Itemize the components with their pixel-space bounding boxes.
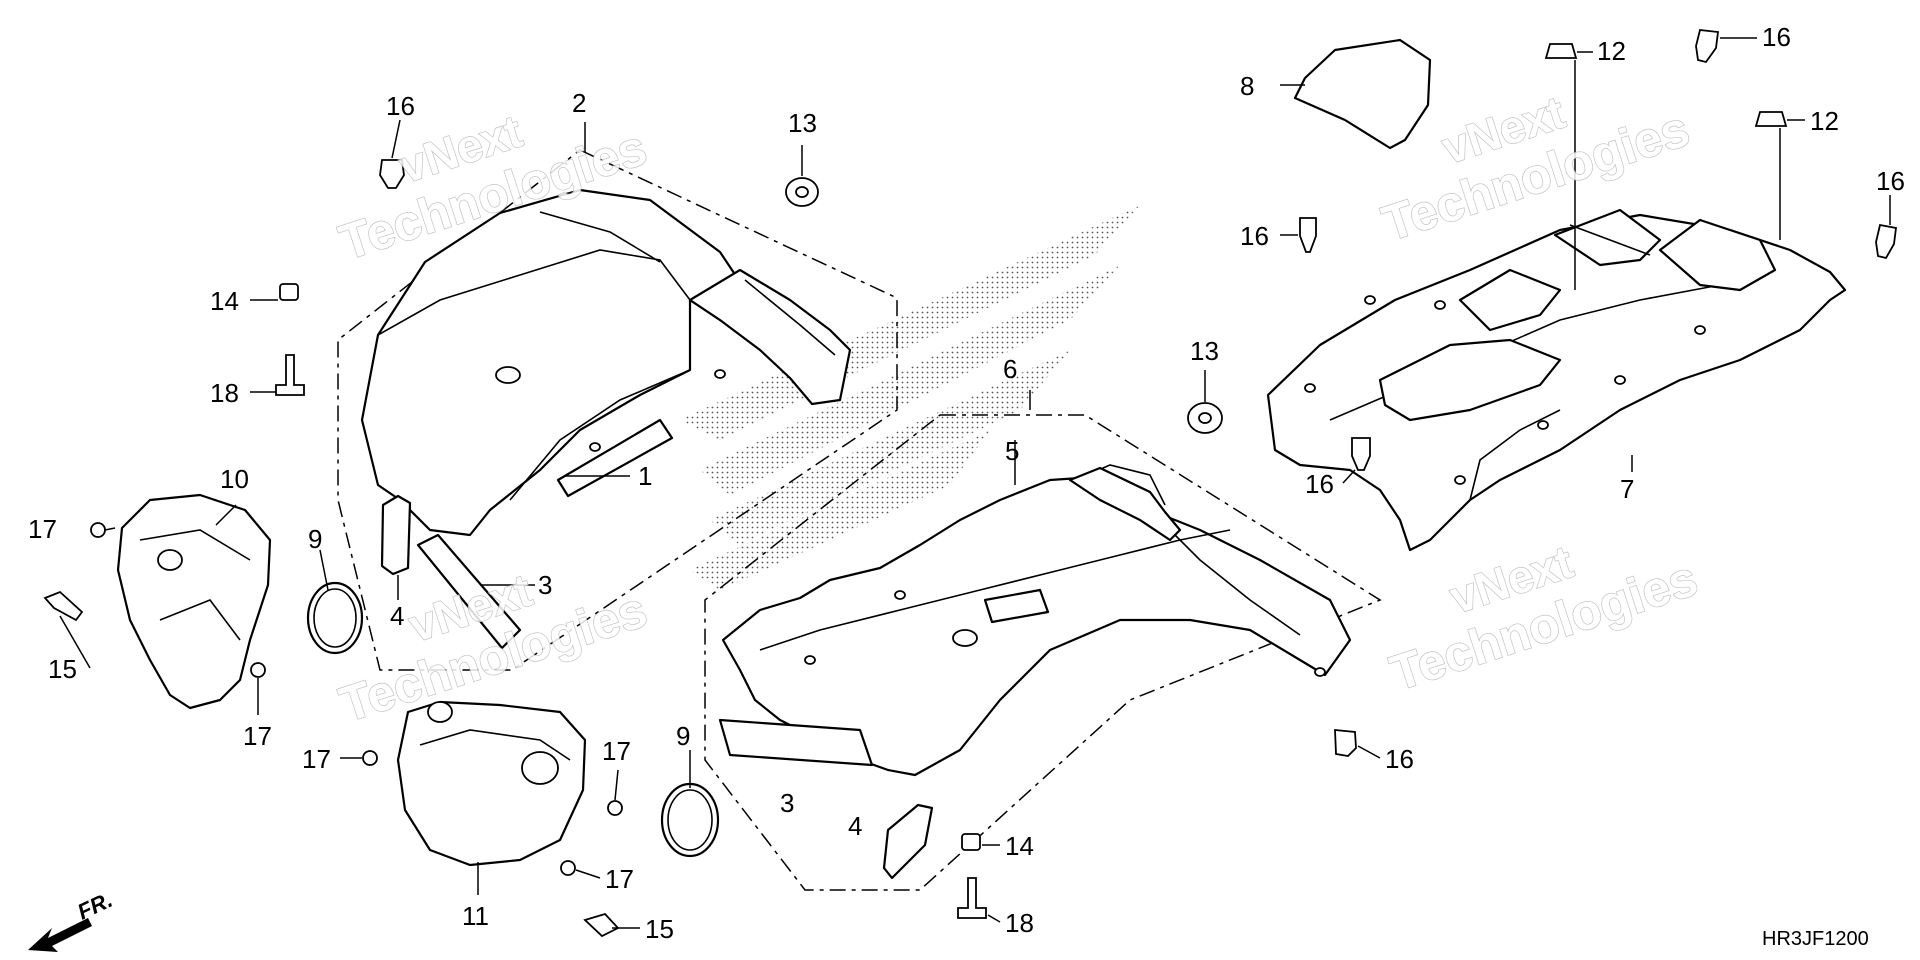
- callout-16-left: 16: [386, 91, 415, 121]
- part-9-right-ring: [660, 782, 720, 858]
- front-fender-right: [704, 414, 1382, 891]
- callout-16-top: 16: [1762, 22, 1791, 52]
- callout-7: 7: [1620, 474, 1634, 504]
- callout-10: 10: [220, 464, 249, 494]
- callout-15-left: 15: [48, 654, 77, 684]
- fasteners: [43, 29, 1897, 938]
- drawing-code: HR3JF1200: [1762, 928, 1869, 950]
- part-8-cover: [1293, 38, 1432, 150]
- callout-13-left: 13: [788, 108, 817, 138]
- front-direction-marker: FR.: [28, 887, 116, 952]
- callout-12-top: 12: [1597, 36, 1626, 66]
- callout-16-bottom: 16: [1385, 744, 1414, 774]
- part-4-left-strip: [380, 494, 412, 576]
- callout-18-left: 18: [210, 378, 239, 408]
- callout-8: 8: [1240, 71, 1254, 101]
- callout-3-left: 3: [538, 570, 552, 600]
- callout-4-right: 4: [848, 811, 862, 841]
- part-4-right-strip: [882, 803, 934, 880]
- callout-5: 5: [1005, 436, 1019, 466]
- callout-15-right: 15: [645, 914, 674, 944]
- callout-17-a: 17: [28, 514, 57, 544]
- callout-17-e: 17: [605, 864, 634, 894]
- callout-16-mid: 16: [1240, 221, 1269, 251]
- part-3-left-pad: [416, 533, 522, 650]
- callout-6: 6: [1003, 354, 1017, 384]
- callout-9-right: 9: [676, 721, 690, 751]
- callout-17-c: 17: [302, 744, 331, 774]
- part-10-bracket: [116, 493, 272, 710]
- callout-18-right: 18: [1005, 908, 1034, 938]
- part-9-left-ring: [306, 581, 364, 655]
- callout-2: 2: [572, 88, 586, 118]
- callout-12-right: 12: [1810, 106, 1839, 136]
- callout-4-left: 4: [390, 601, 404, 631]
- leader-lines: [59, 37, 1891, 929]
- callout-labels: 1 2 3 3 4 4 5 6 7 8 9 9 10 11 12 12 13 1…: [28, 22, 1905, 944]
- callout-13-right: 13: [1190, 336, 1219, 366]
- callout-3-right: 3: [780, 788, 794, 818]
- callout-17-d: 17: [602, 736, 631, 766]
- callout-16-lower: 16: [1305, 469, 1334, 499]
- front-fender-left: [337, 149, 898, 671]
- rear-fender: [1266, 208, 1847, 552]
- part-3-right-pad: [718, 718, 874, 767]
- callout-9-left: 9: [308, 524, 322, 554]
- callout-17-b: 17: [243, 721, 272, 751]
- callout-1: 1: [638, 461, 652, 491]
- callout-14-left: 14: [210, 286, 239, 316]
- callout-11: 11: [462, 901, 489, 931]
- part-11-bracket: [396, 700, 587, 867]
- callout-14-right: 14: [1005, 831, 1034, 861]
- callout-16-right: 16: [1876, 166, 1905, 196]
- front-marker-label: FR.: [74, 887, 117, 925]
